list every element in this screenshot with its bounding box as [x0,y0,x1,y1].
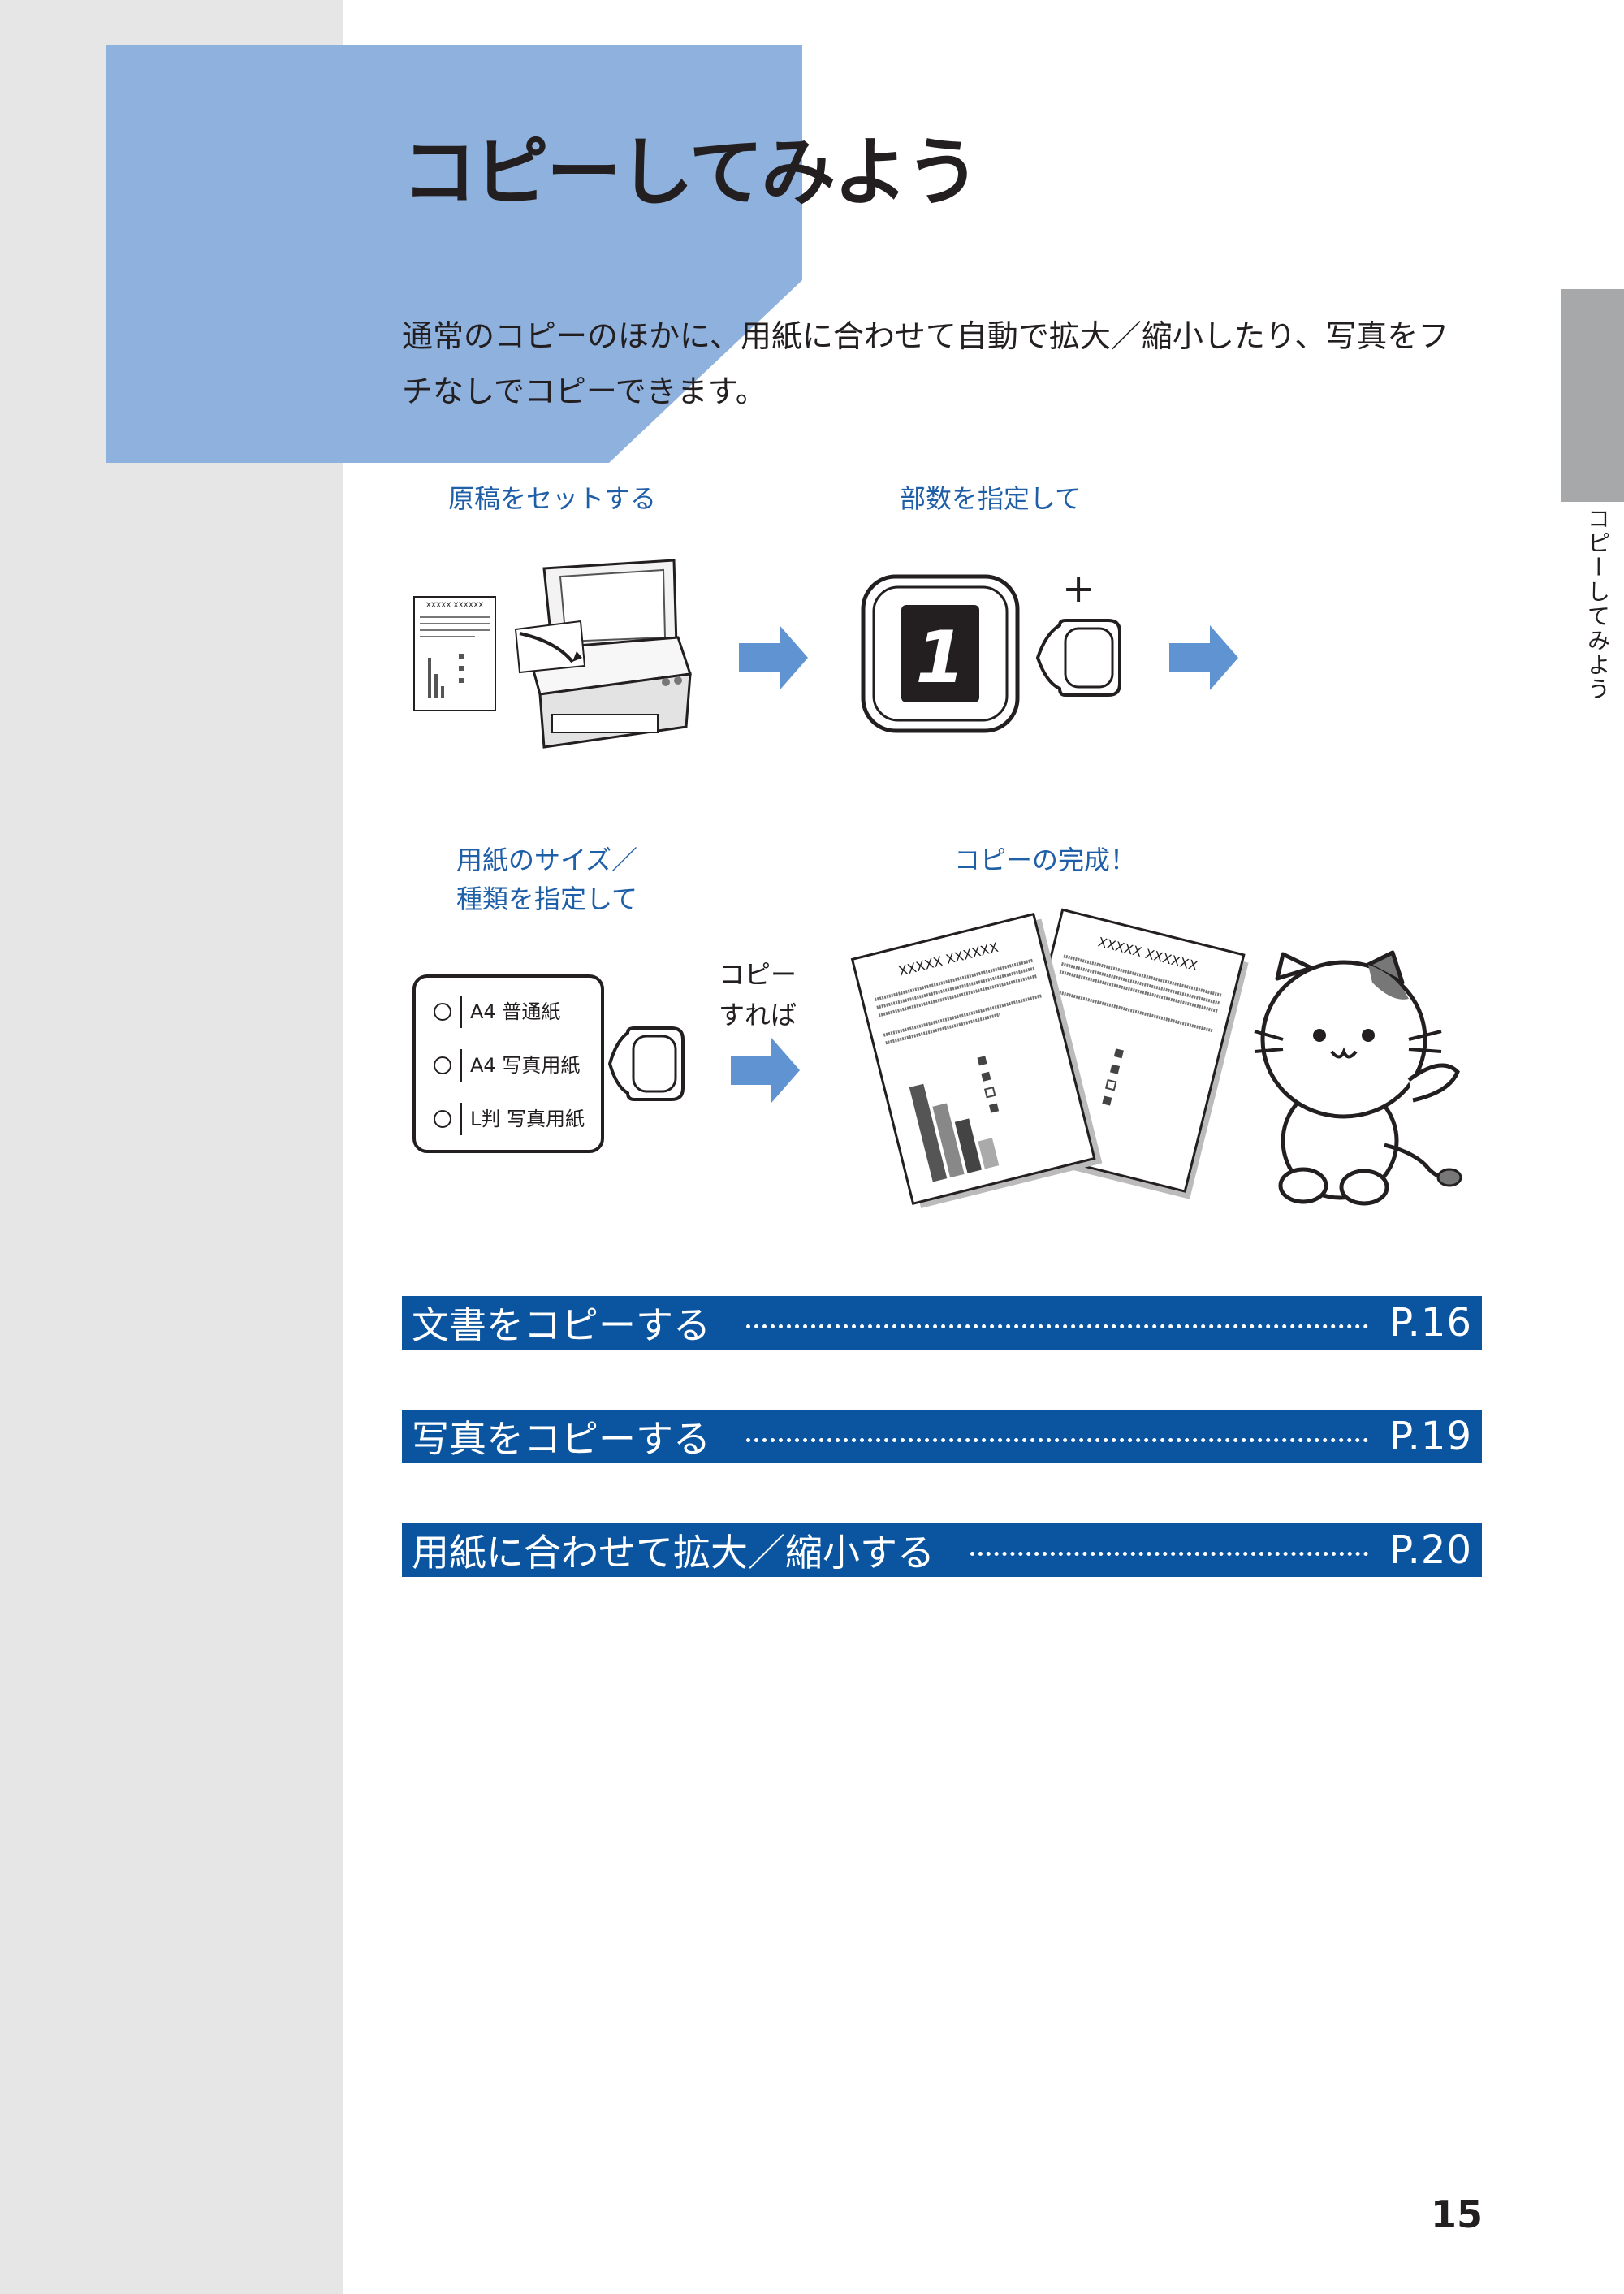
plus-sign: + [1062,566,1095,611]
paper-menu-item-label: A4 写真用紙 [460,1049,580,1082]
paper-menu-item-label: A4 普通紙 [460,996,560,1028]
paper-menu-panel: A4 普通紙 A4 写真用紙 L判 写真用紙 [412,974,604,1153]
side-tab-marker [1561,289,1624,502]
arrow-right-icon [1169,625,1238,690]
paper-menu-item: A4 普通紙 [416,996,560,1028]
leader-dots [746,1324,1369,1328]
paper-menu-item: A4 写真用紙 [416,1049,580,1082]
link-label: 写真をコピーする [412,1417,710,1461]
step-complete-label: コピーの完成！ [954,845,1137,875]
paper-menu-item: L判 写真用紙 [416,1103,585,1135]
link-fit-to-page[interactable]: 用紙に合わせて拡大／縮小する P.20 [402,1523,1482,1577]
cat-mascot-icon [1254,950,1462,1206]
arrow-right-icon [731,1038,800,1103]
side-tab-label: コピーしてみよう [1584,507,1611,702]
document-header-small: XXXXX XXXXXX [426,602,484,610]
title-background-panel [106,45,802,463]
link-page-ref: P.20 [1389,1527,1472,1573]
intro-line-1: 通常のコピーのほかに、用紙に合わせて自動で拡大／縮小したり、写真をフ [402,318,1449,354]
link-copy-document[interactable]: 文書をコピーする P.16 [402,1296,1482,1350]
step-paper-line-1: 用紙のサイズ／ [456,845,638,875]
step-set-original-label: 原稿をセットする [448,483,657,514]
indicator-lamp-icon [434,1110,451,1128]
copy-caption-line-2: すれば [719,1000,797,1030]
indicator-lamp-icon [434,1056,451,1074]
indicator-lamp-icon [434,1003,451,1021]
link-page-ref: P.16 [1389,1300,1472,1346]
paper-menu-item-label: L判 写真用紙 [460,1103,585,1135]
step-paper-label: 用紙のサイズ／ 種類を指定して [456,840,637,918]
page-number: 15 [1430,2192,1483,2236]
link-copy-photo[interactable]: 写真をコピーする P.19 [402,1410,1482,1463]
step-set-copies-label: 部数を指定して [900,483,1082,514]
copy-count-display-icon: 1 [861,574,1020,733]
printer-scanner-icon: XXXXX XXXXXX [413,559,692,749]
paper-select-button-icon [607,1026,685,1101]
leader-dots [746,1437,1369,1442]
copied-documents-icon: XXXXX XXXXXX XXXXX XXXXXX [850,908,1249,1208]
copy-caption-line-1: コピー [719,959,797,990]
arrow-right-icon [739,625,808,690]
intro-text: 通常のコピーのほかに、用紙に合わせて自動で拡大／縮小したり、写真をフ チなしでコ… [402,309,1490,419]
link-label: 文書をコピーする [412,1303,710,1347]
leader-dots [970,1551,1369,1556]
step-paper-line-2: 種類を指定して [456,883,638,914]
link-label: 用紙に合わせて拡大／縮小する [412,1531,935,1575]
copy-caption: コピー すれば [719,954,797,1035]
intro-line-2: チなしでコピーできます。 [402,374,767,409]
link-page-ref: P.19 [1389,1414,1472,1459]
display-digit: 1 [915,616,965,699]
plus-button-icon [1035,619,1121,697]
page-title: コピーしてみよう [402,129,980,216]
